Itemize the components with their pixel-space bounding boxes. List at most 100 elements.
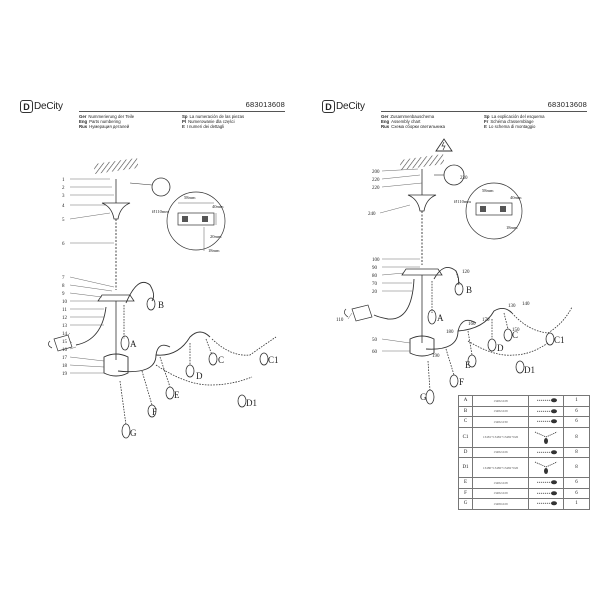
bead-garland-c1 xyxy=(511,306,573,334)
bracket-detail-circle xyxy=(465,182,523,240)
part-pictogram xyxy=(528,446,564,458)
part-number: 1 xyxy=(62,178,65,183)
drop-a xyxy=(427,309,437,325)
callout-number: 220 xyxy=(372,178,380,183)
part-letter: F xyxy=(458,487,473,499)
part-pictogram xyxy=(528,498,564,510)
part-quantity: 8 xyxy=(563,457,590,478)
callout-number: 90 xyxy=(372,266,378,271)
ceiling-hatch xyxy=(399,153,445,171)
candle-bulb xyxy=(351,304,373,322)
arm-left xyxy=(75,306,107,346)
part-code: 13482-029 xyxy=(472,487,529,499)
terminal-detail-circle xyxy=(443,164,465,186)
lang-caption: La numeración de las piezas xyxy=(189,114,245,119)
part-quantity: 8 xyxy=(563,446,590,458)
lang-code: Pl xyxy=(182,119,187,125)
part-letter: G xyxy=(458,498,473,510)
callout-number: 70 xyxy=(372,282,378,287)
letter-a: A xyxy=(130,339,137,349)
callout-number: 230 xyxy=(460,176,468,181)
part-pictogram xyxy=(528,457,564,478)
dim-58: 58mm xyxy=(482,188,494,193)
assembly-diagram: 58mm 40mm Ø110mm 18mm xyxy=(336,138,573,405)
bead-pendant-icon xyxy=(537,480,557,485)
part-letter: C xyxy=(458,416,473,428)
drop-b xyxy=(454,282,464,296)
callout-number: 100 xyxy=(372,258,380,263)
part-number: 4 xyxy=(62,204,65,209)
arm-lower xyxy=(117,344,171,373)
bead-pendant-icon xyxy=(537,449,557,454)
part-number: 14 xyxy=(62,332,68,337)
dim-110: Ø110mm xyxy=(454,199,471,204)
dim-110: Ø110mm xyxy=(152,209,169,214)
drop-e xyxy=(467,354,477,368)
bead-string-e xyxy=(467,330,473,356)
bead-string-g xyxy=(119,380,127,426)
part-code: 13482-026 xyxy=(472,446,529,458)
drop-c xyxy=(208,352,218,366)
lower-bowl xyxy=(103,353,129,377)
letter-d: D xyxy=(497,343,504,353)
lang-caption: Schéma d'assemblage xyxy=(490,119,534,125)
callout-number: 160 xyxy=(468,322,476,327)
part-number: 6 xyxy=(62,242,65,247)
part-quantity: 1 xyxy=(563,395,590,407)
part-code: 13482-030 xyxy=(472,416,529,428)
letter-e: E xyxy=(465,360,471,370)
bead-pendant-icon xyxy=(534,431,558,444)
letter-e: E xyxy=(174,390,180,400)
bead-pendant-icon xyxy=(534,461,558,474)
lang-code: Rus xyxy=(381,124,390,130)
callout-number: 60 xyxy=(372,350,378,355)
part-pictogram xyxy=(528,487,564,499)
part-letter: D1 xyxy=(458,457,473,478)
lang-code: Eng xyxy=(381,119,390,125)
bead-string-g xyxy=(427,360,431,392)
part-code: 13480-029 xyxy=(472,498,529,510)
part-number: 3 xyxy=(62,194,65,199)
lang-caption: Assembly chart xyxy=(391,119,421,125)
part-quantity: 6 xyxy=(563,405,590,417)
part-quantity: 6 xyxy=(563,477,590,489)
letter-d1: D1 xyxy=(246,398,257,408)
header-rule xyxy=(381,111,587,112)
part-number: 7 xyxy=(62,276,65,281)
part-number: 18 xyxy=(62,364,68,369)
arm-left xyxy=(373,278,415,320)
bead-pendant-icon xyxy=(537,408,557,413)
part-quantity: 8 xyxy=(563,426,590,448)
letter-d1: D1 xyxy=(524,365,535,375)
drop-c xyxy=(503,328,513,342)
lang-code: Fr xyxy=(484,119,489,125)
lang-code: Ger xyxy=(381,114,389,119)
part-code: 13482-028 xyxy=(472,477,529,489)
part-letter: E xyxy=(458,477,473,489)
lang-caption: Numerowanie dla części xyxy=(188,119,235,125)
logo-mark: D xyxy=(20,99,33,113)
letter-c1: C1 xyxy=(268,355,279,365)
callout-number: 110 xyxy=(336,318,344,323)
callout-number: 130 xyxy=(508,304,516,309)
bead-string-c xyxy=(503,312,509,330)
part-number: 5 xyxy=(62,218,65,223)
part-letter: B xyxy=(458,405,473,417)
callout-number: 240 xyxy=(368,212,376,217)
letter-f: F xyxy=(459,377,464,387)
callout-number: 140 xyxy=(522,302,530,307)
canopy xyxy=(101,202,131,220)
brand-logo: D DeCity xyxy=(20,98,63,114)
part-letter: D xyxy=(458,446,473,458)
bead-string-e xyxy=(159,356,171,388)
part-number: 19 xyxy=(62,372,68,377)
letter-g: G xyxy=(420,392,427,402)
logo-text: DeCity xyxy=(336,100,365,112)
